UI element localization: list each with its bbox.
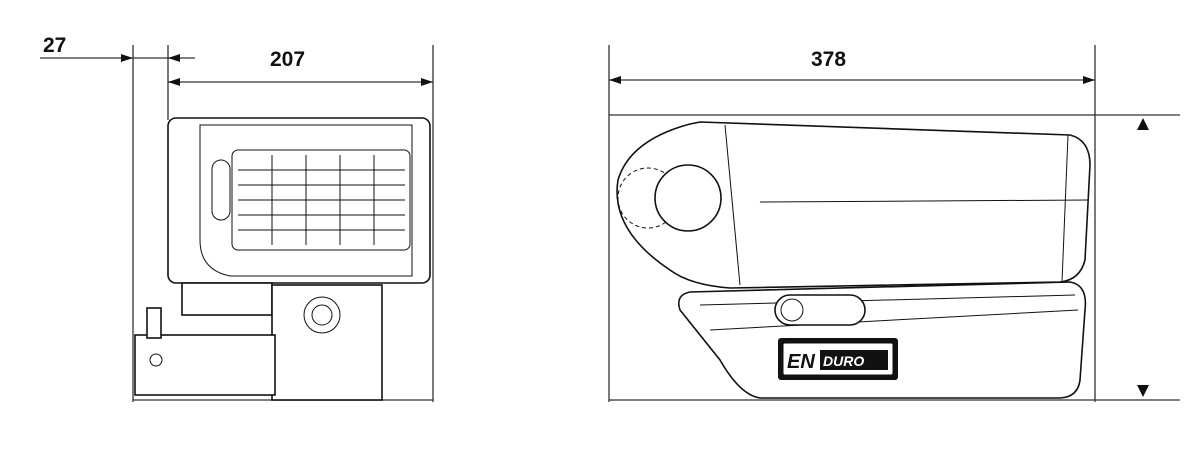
svg-text:DURO: DURO	[823, 353, 864, 369]
front-view-device	[134, 117, 431, 401]
offset-dimension-label: 27	[43, 34, 66, 57]
svg-text:EN: EN	[787, 351, 815, 373]
enduro-logo: EN DURO	[778, 338, 898, 380]
side-view-device: EN DURO	[616, 121, 1091, 399]
down-arrow-icon	[1137, 385, 1149, 397]
width-dimension-label: 207	[270, 48, 305, 71]
length-dimension-label: 378	[811, 48, 846, 71]
up-arrow-icon	[1137, 118, 1149, 130]
side-view-dimensions: 378	[608, 45, 1180, 402]
